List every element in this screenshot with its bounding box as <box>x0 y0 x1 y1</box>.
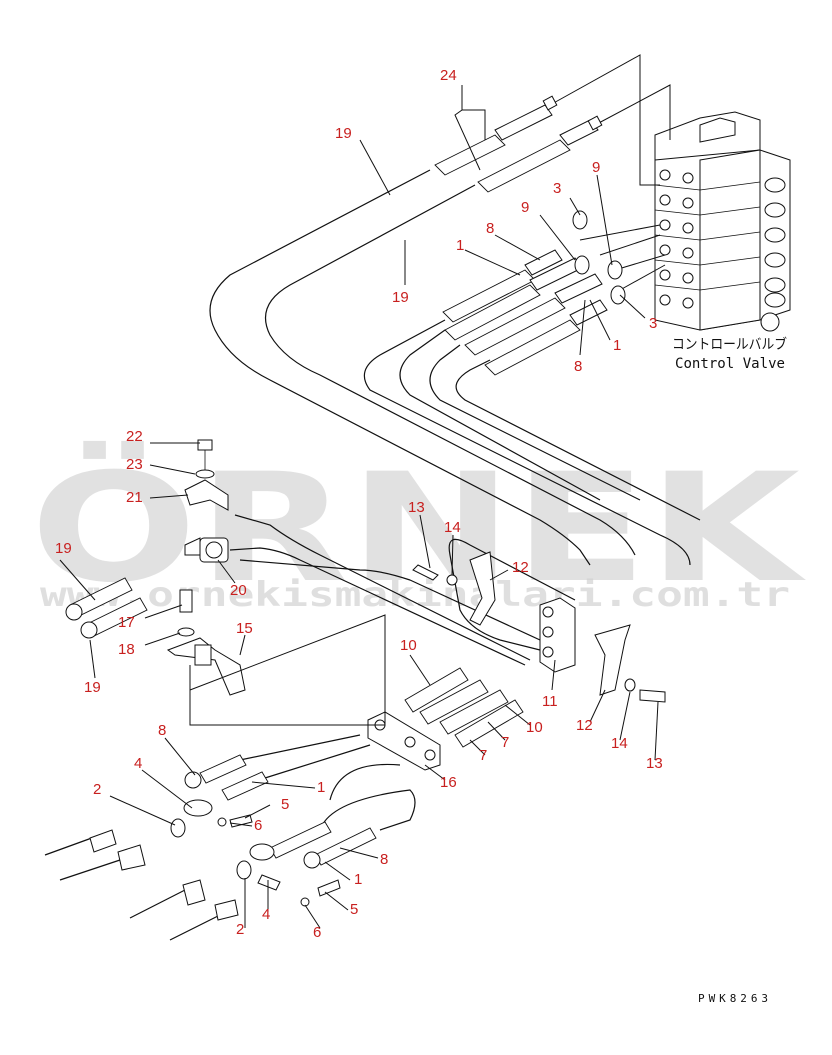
callout-11: 11 <box>542 693 558 710</box>
callout-3: 3 <box>649 315 657 332</box>
callout-4: 4 <box>262 906 270 923</box>
watermark-brand: ÖRNEK <box>30 440 806 616</box>
hose-routing <box>209 169 701 666</box>
callout-1: 1 <box>317 779 325 796</box>
callout-2: 2 <box>236 921 244 938</box>
valve-leader-lines <box>549 54 671 291</box>
callout-15: 15 <box>236 620 253 637</box>
callout-leaders <box>59 85 659 929</box>
callout-17: 17 <box>118 614 135 631</box>
hose-24a <box>434 95 558 176</box>
callout-19: 19 <box>392 289 409 306</box>
callout-7: 7 <box>501 734 509 751</box>
left-brackets <box>166 439 246 696</box>
callout-22: 22 <box>126 428 143 445</box>
mid-clamp <box>412 551 496 626</box>
o-rings <box>572 210 626 305</box>
callout-2: 2 <box>93 781 101 798</box>
callout-5: 5 <box>281 796 289 813</box>
callout-7: 7 <box>479 747 487 764</box>
callout-6: 6 <box>313 924 321 941</box>
top-hoses <box>434 95 608 376</box>
hose-1b <box>464 273 603 356</box>
callout-19: 19 <box>55 540 72 557</box>
callout-1: 1 <box>354 871 362 888</box>
callout-24: 24 <box>440 67 457 84</box>
manifold-block <box>539 597 666 703</box>
callout-23: 23 <box>126 456 143 473</box>
callout-16: 16 <box>440 774 457 791</box>
callout-8: 8 <box>380 851 388 868</box>
callout-21: 21 <box>126 489 143 506</box>
callout-13: 13 <box>408 499 425 516</box>
lower-routing <box>44 734 416 941</box>
callout-12: 12 <box>576 717 593 734</box>
callout-9: 9 <box>521 199 529 216</box>
callout-1: 1 <box>613 337 621 354</box>
watermark: ÖRNEK www.ornekismakinalari.com.tr <box>30 440 806 616</box>
callout-1: 1 <box>456 237 464 254</box>
watermark-url: www.ornekismakinalari.com.tr <box>40 575 790 615</box>
callout-14: 14 <box>611 735 628 752</box>
callout-9: 9 <box>592 159 600 176</box>
callout-19: 19 <box>84 679 101 696</box>
callout-13: 13 <box>646 755 663 772</box>
left-hoses-19 <box>65 577 148 639</box>
callout-5: 5 <box>350 901 358 918</box>
drawing-code: PWK8263 <box>698 992 768 1005</box>
callout-20: 20 <box>230 582 247 599</box>
callout-14: 14 <box>444 519 461 536</box>
callout-10: 10 <box>400 637 417 654</box>
part-callouts: 24 19 19 1 8 3 9 9 3 1 8 22 23 21 19 20 … <box>55 67 663 941</box>
control-valve-label-jp: コントロールバルブ <box>672 336 787 353</box>
callout-3: 3 <box>553 180 561 197</box>
control-valve-label-en: Control Valve <box>675 356 785 372</box>
callout-8: 8 <box>574 358 582 375</box>
hose-24b <box>477 115 603 193</box>
callout-4: 4 <box>134 755 142 772</box>
callout-18: 18 <box>118 641 135 658</box>
lower-fittings <box>89 754 377 921</box>
hose-8b <box>484 299 608 376</box>
callout-10: 10 <box>526 719 543 736</box>
control-valve: コントロールバルブ Control Valve <box>654 111 791 372</box>
callout-12: 12 <box>512 559 529 576</box>
callout-8: 8 <box>158 722 166 739</box>
callout-19: 19 <box>335 125 352 142</box>
callout-8: 8 <box>486 220 494 237</box>
callout-6: 6 <box>254 817 262 834</box>
